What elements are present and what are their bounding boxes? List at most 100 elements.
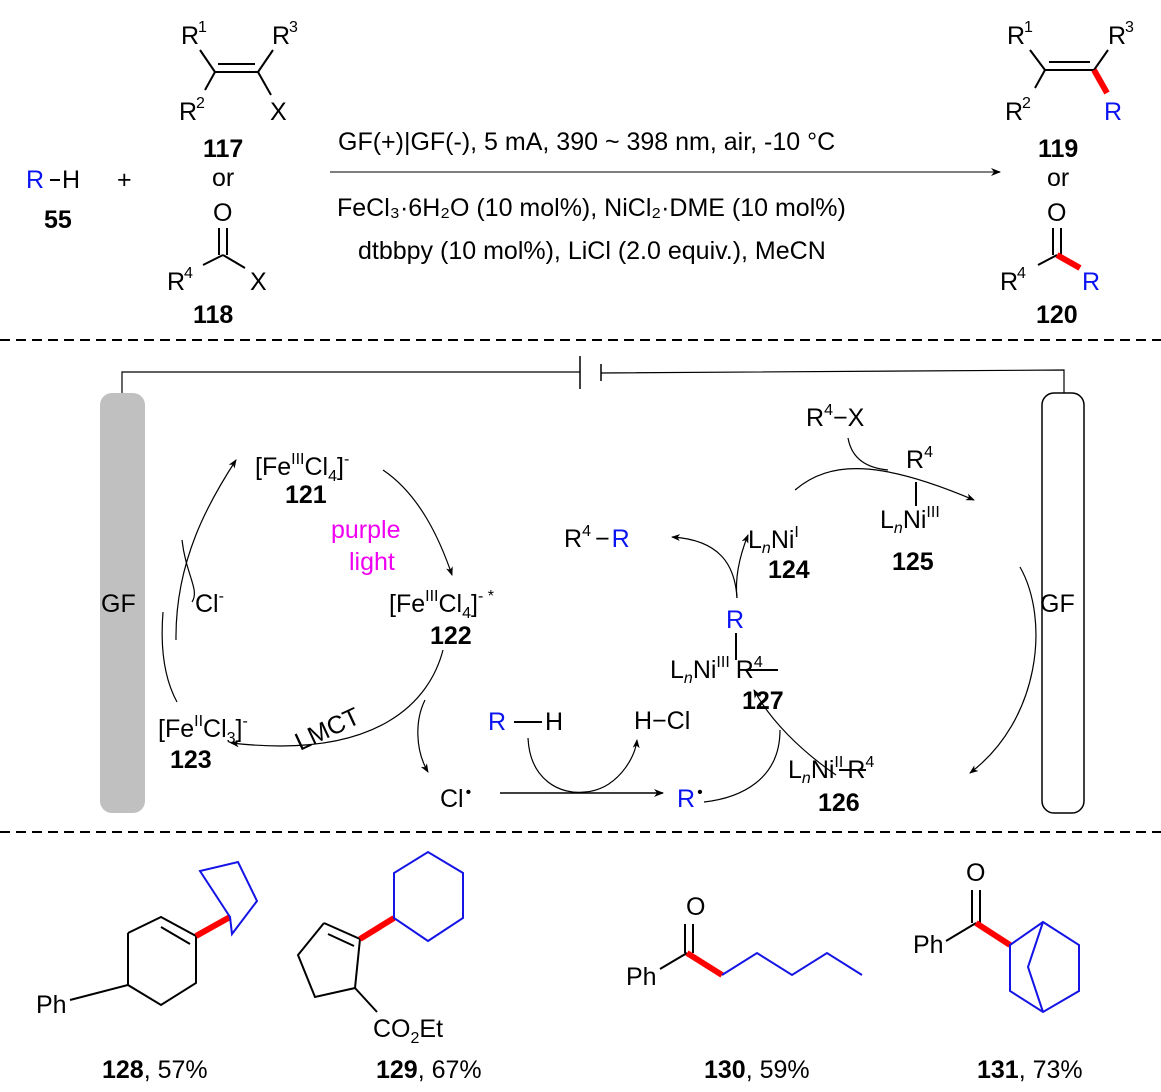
cyclopentene-ring	[296, 922, 362, 999]
leaving-group-x: X	[250, 268, 267, 296]
r1: R	[1007, 22, 1025, 50]
example-caption: 130, 59%	[704, 1056, 810, 1084]
product-119: R 1 R 3 R 2 R 119	[1005, 19, 1134, 163]
example-caption: 128, 57%	[102, 1056, 208, 1084]
bond	[222, 254, 246, 269]
compound-label-120: 120	[1036, 301, 1078, 329]
bond	[69, 984, 129, 1001]
arrow-h-abstraction	[527, 737, 640, 793]
arrow-excitation	[382, 469, 453, 576]
r4-sup: 4	[1017, 265, 1026, 282]
r4-sup: 4	[184, 265, 193, 282]
ni-iii-complex: LnNiIII	[880, 504, 940, 537]
ni-i-complex: LnNiI	[748, 524, 799, 557]
bond	[945, 922, 977, 942]
r4-x-reagent: R4−X	[806, 402, 865, 432]
phenyl-label: Ph	[626, 963, 657, 991]
norbornyl-ring	[1009, 920, 1080, 1014]
species-122: [FeIIICl4]- * 122	[389, 588, 494, 650]
oxygen: O	[966, 859, 985, 887]
r1-sup: 1	[198, 19, 207, 36]
compound-label-119: 119	[1038, 135, 1078, 163]
compound-label-117: 117	[203, 135, 243, 163]
oxygen: O	[686, 893, 705, 921]
bond	[1029, 49, 1046, 71]
bond	[659, 952, 688, 970]
arrow-chloride-in	[181, 539, 196, 603]
cross-coupled-product: R4−R	[564, 523, 630, 553]
arrow-r4x-in	[847, 437, 889, 471]
or-text: or	[212, 164, 234, 192]
bond	[354, 987, 378, 1013]
hydrogen-chloride: H−Cl	[634, 707, 690, 735]
oxygen: O	[1047, 199, 1066, 227]
compound-label-127: 127	[742, 687, 784, 715]
r4: R	[1000, 268, 1018, 296]
arrow-reduction-to-ni-ii	[969, 566, 1037, 774]
arrow-cl-radical-release	[417, 699, 429, 773]
new-bond	[685, 950, 724, 978]
r4-ligand: R4	[906, 444, 933, 474]
r1-sup: 1	[1024, 19, 1033, 36]
phenyl-label: Ph	[913, 931, 944, 959]
r2-sup: 2	[196, 95, 205, 112]
new-bond	[358, 915, 396, 942]
r-group: R	[726, 606, 744, 634]
bond	[257, 49, 274, 73]
r2-sup: 2	[1022, 95, 1031, 112]
bond	[327, 933, 355, 947]
cyclohexyl-ring	[393, 850, 464, 943]
circuit	[121, 356, 1065, 393]
chlorine-radical: Cl•	[440, 784, 471, 813]
species-124: LnNiI 124	[748, 524, 810, 584]
fe-complex-121: [FeIIICl4]-	[255, 451, 349, 485]
new-bond	[1091, 68, 1110, 95]
example-129: CO2Et 129, 67%	[296, 850, 482, 1084]
bond	[257, 71, 272, 96]
r-group: R	[488, 708, 506, 736]
graphite-felt-cathode	[1041, 392, 1085, 814]
arrow-oxidation	[175, 459, 237, 641]
light-label: light	[349, 548, 395, 576]
bond	[1093, 49, 1109, 71]
r-group: R	[26, 166, 44, 194]
compound-label-124: 124	[768, 556, 810, 584]
r2: R	[179, 98, 197, 126]
r4: R	[167, 268, 185, 296]
product-120: O R 4 R 120	[1000, 199, 1100, 329]
conditions-line-1: GF(+)|GF(-), 5 mA, 390 ~ 398 nm, air, -1…	[338, 128, 835, 156]
compound-label-126: 126	[818, 789, 860, 817]
r3: R	[1108, 22, 1126, 50]
new-bond	[1055, 252, 1082, 271]
species-125: R4 LnNiIII 125	[880, 444, 940, 576]
species-123: [FeIICl3]- 123	[158, 713, 248, 774]
example-131: O Ph 131, 73%	[913, 859, 1083, 1084]
new-bond	[974, 920, 1012, 948]
example-128: Ph 128, 57%	[36, 860, 259, 1084]
arrow-lmct	[230, 649, 444, 748]
r3: R	[272, 22, 290, 50]
compound-label-55: 55	[44, 206, 72, 234]
lmct-label: LMCT	[291, 702, 365, 756]
substrate-117: R 1 R 3 R 2 X 117	[179, 19, 298, 163]
light-label: purple	[331, 516, 401, 544]
compound-label-121: 121	[285, 481, 327, 509]
electrode-left: GF	[100, 393, 145, 813]
example-caption: 129, 67%	[376, 1056, 482, 1084]
cyclohexene-ring	[127, 915, 197, 1007]
hydrogen: H	[545, 708, 563, 736]
hexyl-chain	[721, 951, 863, 977]
cyclopentyl-ring	[198, 860, 259, 937]
graphite-felt-anode	[100, 393, 145, 813]
leaving-group-x: X	[270, 98, 287, 126]
oxygen: O	[213, 199, 232, 227]
chloride-ion: Cl-	[195, 588, 224, 618]
bond	[1034, 69, 1046, 89]
electrode-label: GF	[101, 590, 136, 618]
r3-sup: 3	[289, 19, 298, 36]
ester-label: CO2Et	[373, 1015, 443, 1047]
arrow-oxidative-addition	[794, 468, 975, 501]
